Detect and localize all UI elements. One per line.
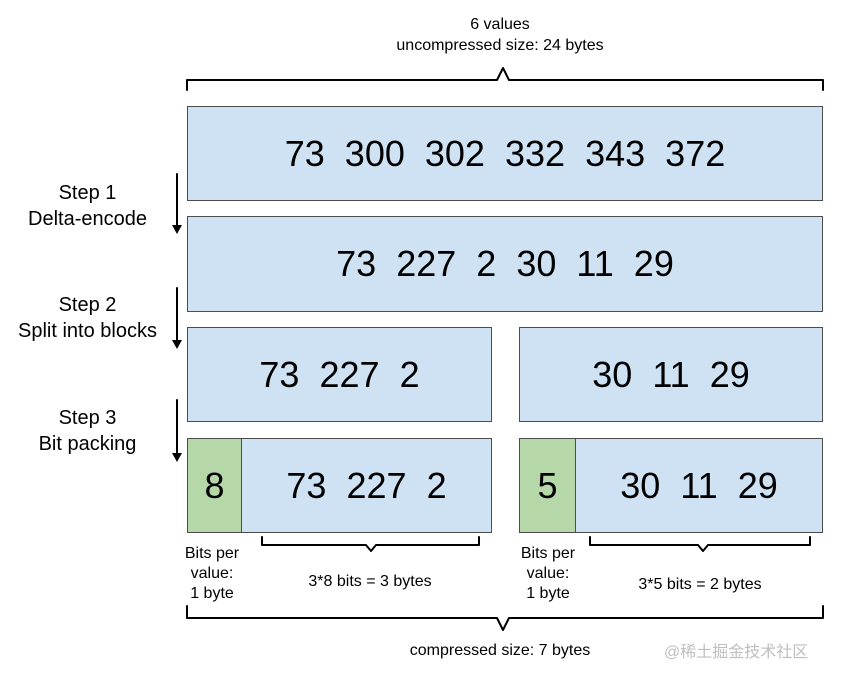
step-3-label: Step 3 Bit packing bbox=[0, 405, 175, 457]
left-block-value-2: 227 bbox=[319, 353, 380, 395]
right-bits-line-2: value: bbox=[526, 565, 570, 582]
right-small-brace bbox=[589, 536, 811, 552]
step-2-subtitle: Split into blocks bbox=[18, 320, 157, 342]
original-values-box: 73 300 302 332 343 372 bbox=[187, 106, 823, 201]
left-bits-line-1: Bits per bbox=[184, 545, 240, 562]
step-1-label: Step 1 Delta-encode bbox=[0, 180, 175, 232]
left-bits-per-value-label: Bits per value: 1 byte bbox=[172, 544, 252, 604]
delta-value-5: 11 bbox=[576, 243, 614, 284]
left-bits-value: 8 bbox=[204, 464, 225, 506]
compressed-size-label: compressed size: 7 bytes bbox=[409, 642, 591, 659]
left-block-value-3: 2 bbox=[399, 353, 420, 395]
left-block-value-1: 73 bbox=[259, 353, 300, 395]
delta-values-box: 73 227 2 30 11 29 bbox=[187, 216, 823, 312]
right-bits-line-1: Bits per bbox=[520, 545, 576, 562]
left-packed-size-label: 3*8 bits = 3 bytes bbox=[308, 573, 432, 590]
delta-value-1: 73 bbox=[336, 243, 377, 284]
right-bits-value: 5 bbox=[537, 464, 558, 506]
step-2-label: Step 2 Split into blocks bbox=[0, 292, 175, 344]
left-packed-value-2: 227 bbox=[346, 464, 407, 506]
left-small-brace bbox=[261, 536, 480, 552]
left-bits-box: 8 bbox=[187, 438, 242, 533]
watermark-text: @稀土掘金技术社区 bbox=[664, 644, 809, 661]
right-bits-box: 5 bbox=[519, 438, 576, 533]
delta-value-2: 227 bbox=[396, 243, 457, 284]
step-1-title: Step 1 bbox=[58, 182, 117, 204]
right-block-value-3: 29 bbox=[709, 353, 750, 395]
left-packed-value-1: 73 bbox=[286, 464, 327, 506]
original-value-2: 300 bbox=[344, 132, 405, 174]
original-value-6: 372 bbox=[665, 132, 726, 174]
left-bits-line-2: value: bbox=[190, 565, 234, 582]
top-uncompressed-label: uncompressed size: 24 bytes bbox=[396, 37, 604, 54]
step-2-title: Step 2 bbox=[58, 294, 117, 316]
original-value-4: 332 bbox=[504, 132, 566, 174]
original-value-3: 302 bbox=[424, 132, 485, 174]
step-1-subtitle: Delta-encode bbox=[28, 208, 147, 230]
left-block-box: 73 227 2 bbox=[187, 327, 492, 422]
right-packed-size-label: 3*5 bits = 2 bytes bbox=[638, 576, 762, 593]
original-value-5: 343 bbox=[585, 132, 646, 174]
right-bits-line-3: 1 byte bbox=[526, 585, 570, 602]
top-brace bbox=[186, 67, 824, 91]
delta-value-4: 30 bbox=[516, 243, 557, 284]
step-3-title: Step 3 bbox=[58, 407, 117, 429]
right-packed-value-1: 30 bbox=[620, 464, 661, 506]
step-3-subtitle: Bit packing bbox=[38, 433, 137, 455]
left-packed-value-3: 2 bbox=[426, 464, 447, 506]
top-count-label: 6 values bbox=[470, 16, 530, 33]
right-packed-value-3: 29 bbox=[737, 464, 778, 506]
delta-value-6: 29 bbox=[633, 243, 674, 284]
right-block-value-1: 30 bbox=[592, 353, 633, 395]
original-value-1: 73 bbox=[284, 132, 325, 174]
delta-value-3: 2 bbox=[476, 243, 497, 284]
right-bits-per-value-label: Bits per value: 1 byte bbox=[506, 544, 590, 604]
right-packed-values-box: 30 11 29 bbox=[575, 438, 823, 533]
bottom-brace bbox=[186, 605, 824, 631]
left-bits-line-3: 1 byte bbox=[190, 585, 234, 602]
right-block-box: 30 11 29 bbox=[519, 327, 823, 422]
right-block-value-2: 11 bbox=[652, 353, 690, 395]
right-packed-value-2: 11 bbox=[680, 464, 718, 506]
left-packed-values-box: 73 227 2 bbox=[241, 438, 492, 533]
